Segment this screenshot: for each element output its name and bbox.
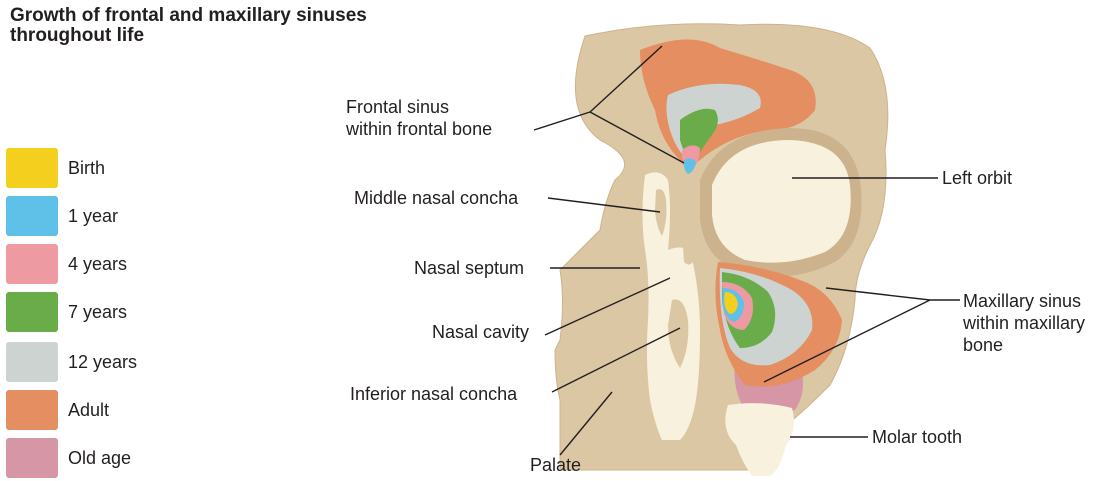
left-orbit-space (712, 140, 851, 263)
label-frontal-sinus-line2: within frontal bone (346, 119, 492, 139)
label-frontal-sinus-line1: Frontal sinus (346, 97, 449, 117)
label-molar-tooth: Molar tooth (872, 427, 962, 447)
label-left-orbit: Left orbit (942, 168, 1012, 188)
label-inferior-nasal-concha: Inferior nasal concha (350, 384, 517, 404)
label-nasal-septum: Nasal septum (414, 258, 524, 278)
label-maxillary-sinus-line1: Maxillary sinus (963, 291, 1081, 311)
label-palate: Palate (530, 455, 581, 475)
leader-line-frontal-sinus-a (534, 112, 590, 130)
label-nasal-cavity: Nasal cavity (432, 322, 529, 342)
label-maxillary-sinus-line3: bone (963, 335, 1003, 355)
label-middle-nasal-concha: Middle nasal concha (354, 188, 518, 208)
label-maxillary-sinus-line2: within maxillary (963, 313, 1085, 333)
